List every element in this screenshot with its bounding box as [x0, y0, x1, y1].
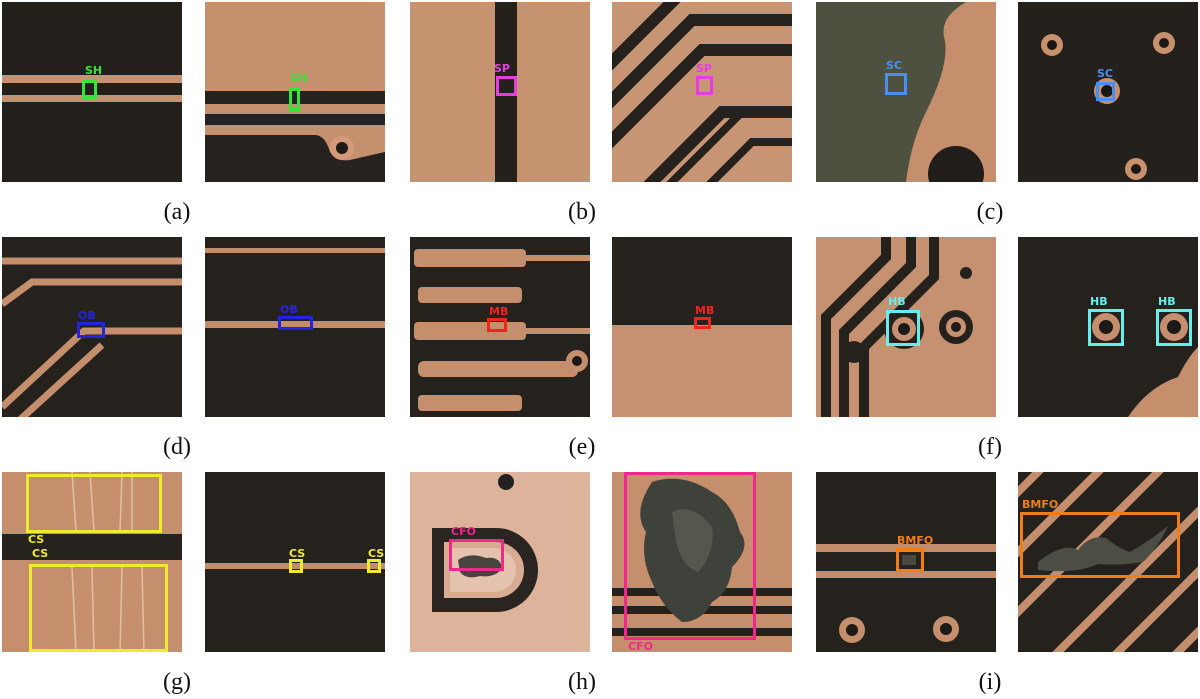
defect-box-bmfo [1020, 512, 1180, 578]
defect-label-sp: SP [696, 62, 712, 75]
defect-label-cfo: CFO [451, 525, 476, 538]
defect-box-sc [1096, 82, 1115, 101]
defect-box-hb [1088, 309, 1124, 346]
caption-b: (b) [568, 199, 596, 225]
image-g2: CS CS [205, 472, 385, 652]
image-h2: CFO [612, 472, 792, 652]
defect-label-sh: SH [290, 72, 308, 85]
defect-box-sh [289, 88, 300, 111]
defect-box-mb [487, 318, 507, 332]
image-a2: SH [205, 2, 385, 182]
defect-box-ob [278, 316, 313, 330]
defect-label-mb: MB [695, 304, 715, 317]
image-b2: SP [612, 2, 792, 182]
defect-box-sp [496, 76, 517, 96]
defect-label-sc: SC [1097, 67, 1113, 80]
defect-label-hb: HB [1090, 295, 1108, 308]
defect-box-sc [885, 73, 907, 95]
defect-box-cs [26, 474, 162, 533]
defect-label-cs: CS [32, 547, 49, 560]
defect-box-cs [289, 559, 303, 573]
defect-label-hb: HB [1158, 295, 1176, 308]
caption-e: (e) [568, 434, 596, 460]
caption-d: (d) [163, 434, 191, 460]
defect-label-cs: CS [289, 547, 306, 560]
defect-box-cs [367, 559, 381, 573]
image-f2: HB HB [1018, 237, 1198, 417]
defect-box-hb [1156, 309, 1192, 346]
defect-box-ob [77, 322, 105, 338]
caption-g: (g) [163, 669, 191, 695]
defect-label-hb: HB [888, 295, 906, 308]
image-e1: MB [410, 237, 590, 417]
image-h1: CFO [410, 472, 590, 652]
defect-label-sh: SH [85, 64, 103, 77]
image-f1: HB [816, 237, 996, 417]
defect-label-cs: CS [368, 547, 385, 560]
defect-box-sp [696, 76, 713, 95]
image-g1: CS CS [2, 472, 182, 652]
defect-box-bmfo [896, 548, 924, 572]
caption-c: (c) [976, 199, 1004, 225]
defect-box-cs [29, 564, 168, 652]
image-a1: SH [2, 2, 182, 182]
caption-a: (a) [163, 199, 191, 225]
defect-label-sp: SP [494, 62, 510, 75]
defect-label-sc: SC [886, 59, 902, 72]
defect-label-bmfo: BMFO [897, 534, 934, 547]
caption-h: (h) [568, 669, 596, 695]
defect-box-hb [886, 310, 920, 346]
defect-label-ob: OB [78, 309, 96, 322]
image-e2: MB [612, 237, 792, 417]
defect-box-cfo [624, 472, 756, 640]
defect-box-sh [82, 80, 97, 99]
image-c2: SC [1018, 2, 1198, 182]
defect-box-mb [694, 317, 711, 329]
image-i2: BMFO [1018, 472, 1198, 652]
defect-label-bmfo: BMFO [1022, 498, 1059, 511]
defect-label-cfo: CFO [628, 640, 653, 653]
image-i1: BMFO [816, 472, 996, 652]
caption-f: (f) [978, 434, 1002, 460]
defect-box-cfo [449, 539, 504, 571]
defect-label-mb: MB [489, 305, 509, 318]
image-b1: SP [410, 2, 590, 182]
image-c1: SC [816, 2, 996, 182]
image-d1: OB [2, 237, 182, 417]
caption-i: (i) [978, 669, 1002, 695]
defect-label-ob: OB [280, 303, 298, 316]
defect-label-cs: CS [28, 533, 45, 546]
image-d2: OB [205, 237, 385, 417]
